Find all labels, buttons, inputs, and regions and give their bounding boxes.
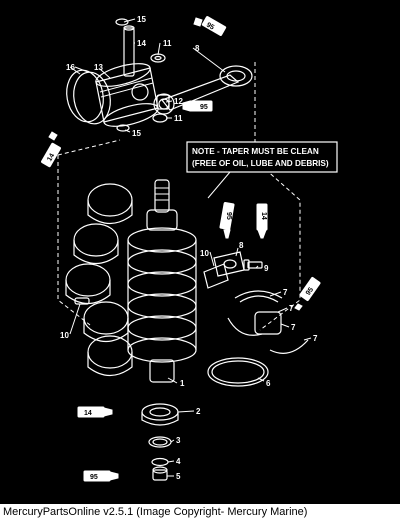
callout-14: 14 [137, 39, 146, 48]
callout-15-bottom: 15 [132, 129, 141, 138]
callout-7-c: 7 [291, 323, 296, 332]
callout-8-top: 8 [195, 44, 200, 53]
callout-11-bottom: 11 [174, 114, 183, 123]
tube-label-14-bottom: 14 [84, 410, 92, 417]
callout-5: 5 [176, 472, 181, 481]
copyright-footer: MercuryPartsOnline v2.5.1 (Image Copyrig… [0, 504, 400, 520]
connecting-rod-cap-part-10 [203, 263, 229, 289]
retaining-ring-part-15-top [115, 18, 129, 26]
tube-label-95-right-a: 95 [225, 212, 232, 220]
thrust-washer-part-11-top [150, 53, 166, 63]
callout-12: 12 [174, 97, 183, 106]
callout-3: 3 [176, 436, 181, 445]
callout-16: 16 [66, 63, 75, 72]
lubricant-tube-95-top: 95 [193, 16, 227, 36]
callout-10-left: 10 [60, 331, 69, 340]
tube-label-14-right: 14 [260, 212, 267, 220]
assembly-dashed-outline [57, 62, 301, 331]
tube-label-95-right-b: 95 [305, 286, 315, 296]
callout-13: 13 [94, 63, 103, 72]
lubricant-tube-14-left: 14 [41, 131, 61, 168]
retaining-ring-part-15-bottom [116, 124, 130, 132]
leader-lines [69, 18, 312, 477]
callout-10-right: 10 [200, 249, 209, 258]
seal-ring-part-6 [207, 357, 269, 387]
bearing-clip-left [74, 297, 90, 305]
callout-11-top: 11 [163, 39, 172, 48]
thrust-washer-part-11-bottom [152, 113, 168, 123]
tube-label-95-bottom: 95 [90, 474, 98, 481]
crankshaft-piston-exploded-diagram: NOTE - TAPER MUST BE CLEAN (FREE OF OIL,… [41, 15, 338, 482]
callout-15-top: 15 [137, 15, 146, 24]
tube-label-14-left: 14 [46, 152, 56, 162]
seal-part-3 [148, 436, 172, 448]
callout-7-b: 7 [289, 304, 294, 313]
connecting-rod-part-8-right [213, 251, 245, 277]
piston-bank [65, 183, 133, 377]
callout-9: 9 [264, 264, 269, 273]
wrist-pin-part-14 [123, 25, 135, 77]
lubricant-tube-95-right-a: 95 [219, 201, 235, 239]
nut-part-5 [152, 466, 168, 481]
callout-4: 4 [176, 457, 181, 466]
note-line-2: (FREE OF OIL, LUBE AND DEBRIS) [192, 159, 329, 168]
bearing-race-part-7 [227, 290, 309, 354]
note-line-1: NOTE - TAPER MUST BE CLEAN [192, 147, 319, 156]
note-box: NOTE - TAPER MUST BE CLEAN (FREE OF OIL,… [186, 141, 338, 199]
washer-part-4 [151, 457, 169, 467]
ball-bearing-part-2 [141, 403, 179, 426]
rod-bolt-part-9 [243, 259, 263, 271]
callout-1: 1 [180, 379, 185, 388]
lubricant-tube-95-mid: 95 [182, 100, 213, 112]
piston-rings-part-16 [66, 69, 111, 125]
tube-label-95-top: 95 [205, 22, 215, 32]
callout-8-right: 8 [239, 241, 244, 250]
callout-7-d: 7 [313, 334, 318, 343]
callout-2: 2 [196, 407, 201, 416]
lubricant-tube-95-bottom: 95 [83, 470, 119, 482]
tube-label-95-mid: 95 [200, 104, 208, 111]
lubricant-tube-95-right-b: 95 [294, 277, 321, 311]
callout-labels: 15 14 11 8 16 13 12 11 15 10 8 9 7 7 7 7… [60, 15, 318, 481]
callout-6: 6 [266, 379, 271, 388]
crankshaft-part-1 [127, 179, 197, 383]
lubricant-tube-14-bottom: 14 [77, 406, 113, 418]
callout-7-a: 7 [283, 288, 288, 297]
lubricant-tube-14-right: 14 [256, 203, 268, 239]
